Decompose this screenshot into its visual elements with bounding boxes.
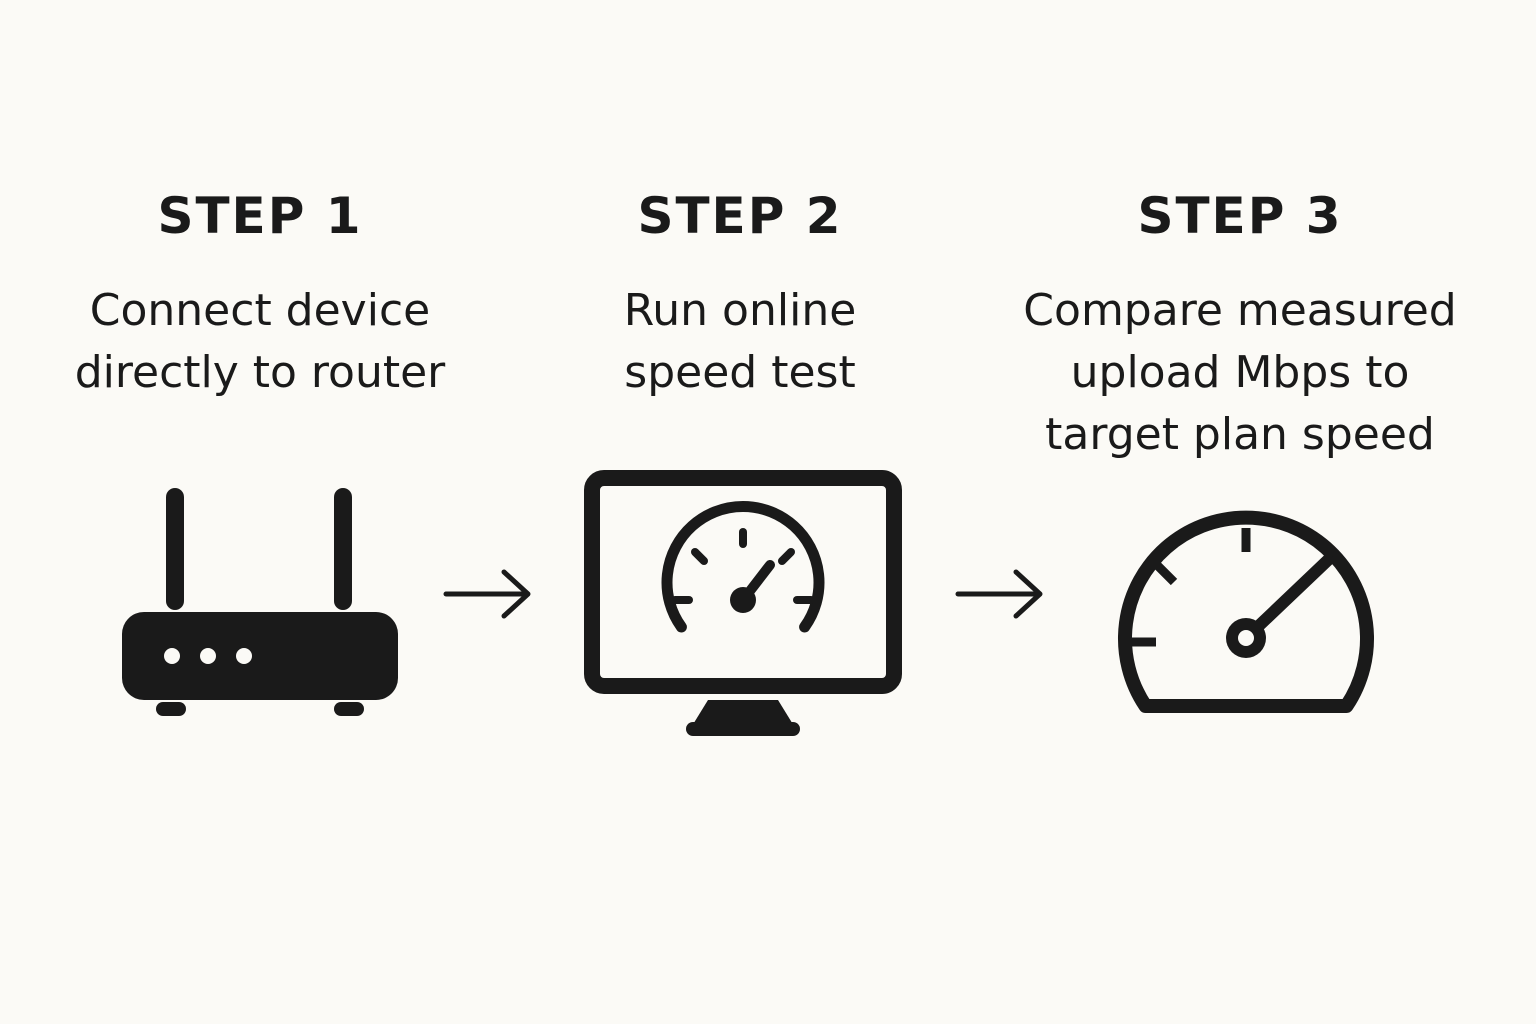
router-icon [122,488,398,716]
speedometer-icon [1118,510,1374,713]
step-1-description: Connect device directly to router [74,285,446,398]
step-2-description: Run online speed test [623,285,857,398]
arrow-right-icon [443,569,531,619]
step-1-title: STEP 1 [157,187,363,245]
step-2-title: STEP 2 [637,187,843,245]
step-3-description: Compare measured upload Mbps to target p… [1023,285,1457,460]
monitor-speedometer-icon [584,470,902,736]
arrow-right-icon [955,569,1043,619]
step-3-title: STEP 3 [1137,187,1343,245]
